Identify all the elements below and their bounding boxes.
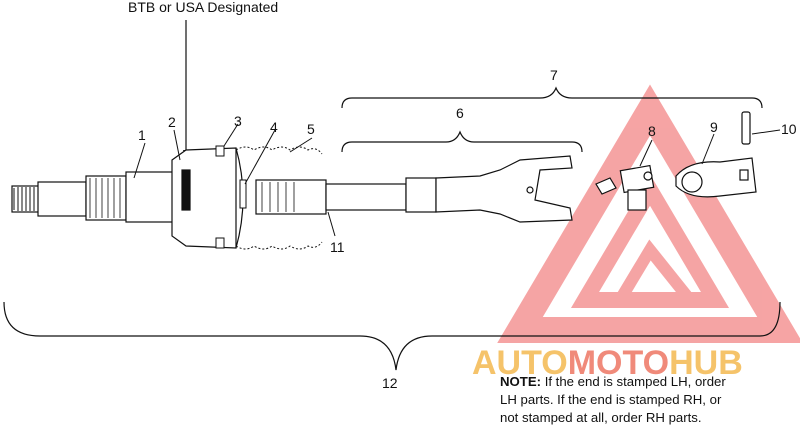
callout-8: 8 (648, 123, 656, 139)
note-line-2: LH parts. If the end is stamped RH, or (500, 392, 722, 407)
callout-1: 1 (138, 127, 146, 143)
callout-12: 12 (382, 375, 398, 391)
note-block: NOTE: If the end is stamped LH, order LH… (500, 373, 800, 427)
note-line-3: not stamped at all, order RH parts. (500, 410, 702, 425)
callout-6: 6 (456, 105, 464, 121)
watermark-part-hub: HUB (669, 344, 743, 382)
watermark-part-moto: MOTO (567, 344, 670, 382)
callout-11: 11 (330, 239, 345, 255)
callout-5: 5 (307, 121, 315, 137)
watermark-part-auto: AUTO (472, 344, 568, 382)
callout-7: 7 (550, 67, 558, 83)
note-prefix: NOTE: (500, 374, 542, 389)
cv-boot (215, 145, 323, 250)
callout-2: 2 (168, 114, 176, 130)
cv-joint-housing (171, 147, 244, 249)
outer-stub-shaft (11, 171, 175, 223)
note-line-1: If the end is stamped LH, order (541, 374, 726, 389)
inner-shaft (255, 177, 437, 215)
watermark-logo (497, 84, 800, 343)
header-label: BTB or USA Designated (128, 0, 279, 15)
slip-yoke (435, 155, 573, 223)
roll-pin (741, 111, 751, 145)
callout-4: 4 (270, 119, 278, 135)
end-yoke (675, 157, 757, 198)
watermark-text: AUTOMOTOHUB (472, 344, 743, 383)
callout-10: 10 (781, 121, 797, 137)
universal-joint-cross (595, 164, 655, 211)
callout-3: 3 (234, 113, 242, 129)
callout-9: 9 (710, 119, 718, 135)
